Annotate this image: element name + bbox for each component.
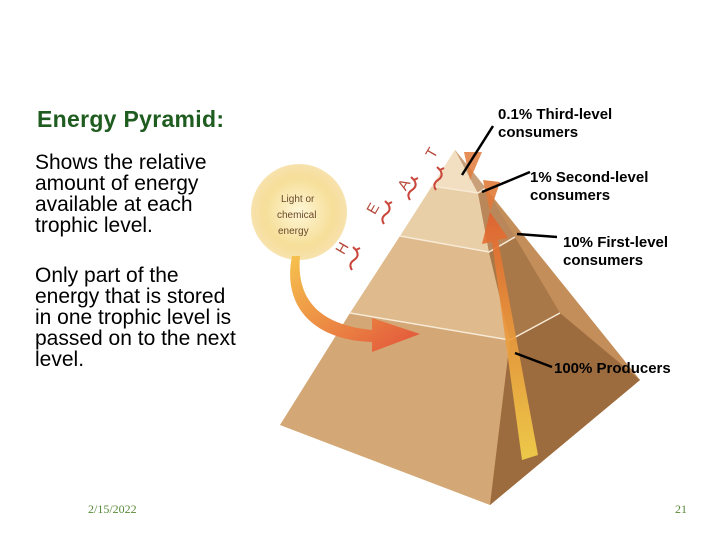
heat-letter-t: T: [422, 145, 441, 161]
energy-flow-up-arrow: [464, 152, 538, 460]
slide-title: Energy Pyramid:: [37, 106, 225, 132]
slide-date: 2/15/2022: [88, 502, 137, 516]
first-level-consumers-label: 10% First-level consumers: [563, 234, 669, 269]
energy-transfer-paragraph: Only part of the energy that is stored i…: [35, 264, 236, 371]
pyramid-shape: [280, 150, 640, 505]
sun-label-line-3: energy: [278, 226, 309, 237]
second-level-consumers-label: 1% Second-level consumers: [530, 169, 649, 204]
heat-letter-e: E: [363, 200, 383, 217]
label-leader-lines: [460, 125, 558, 369]
slide-page-number: 21: [675, 502, 687, 516]
sun-label-line-1: Light or: [281, 194, 315, 205]
heat-letter-h: H: [332, 239, 352, 257]
sun-energy-source: Light or chemical energy: [251, 164, 347, 260]
sun-to-producers-arrow: [290, 256, 420, 352]
description-paragraph: Shows the relative amount of energy avai…: [35, 151, 207, 237]
producers-label: 100% Producers: [554, 360, 671, 377]
sun-label-line-2: chemical: [277, 210, 316, 221]
third-level-consumers-label: 0.1% Third-level consumers: [498, 106, 613, 141]
